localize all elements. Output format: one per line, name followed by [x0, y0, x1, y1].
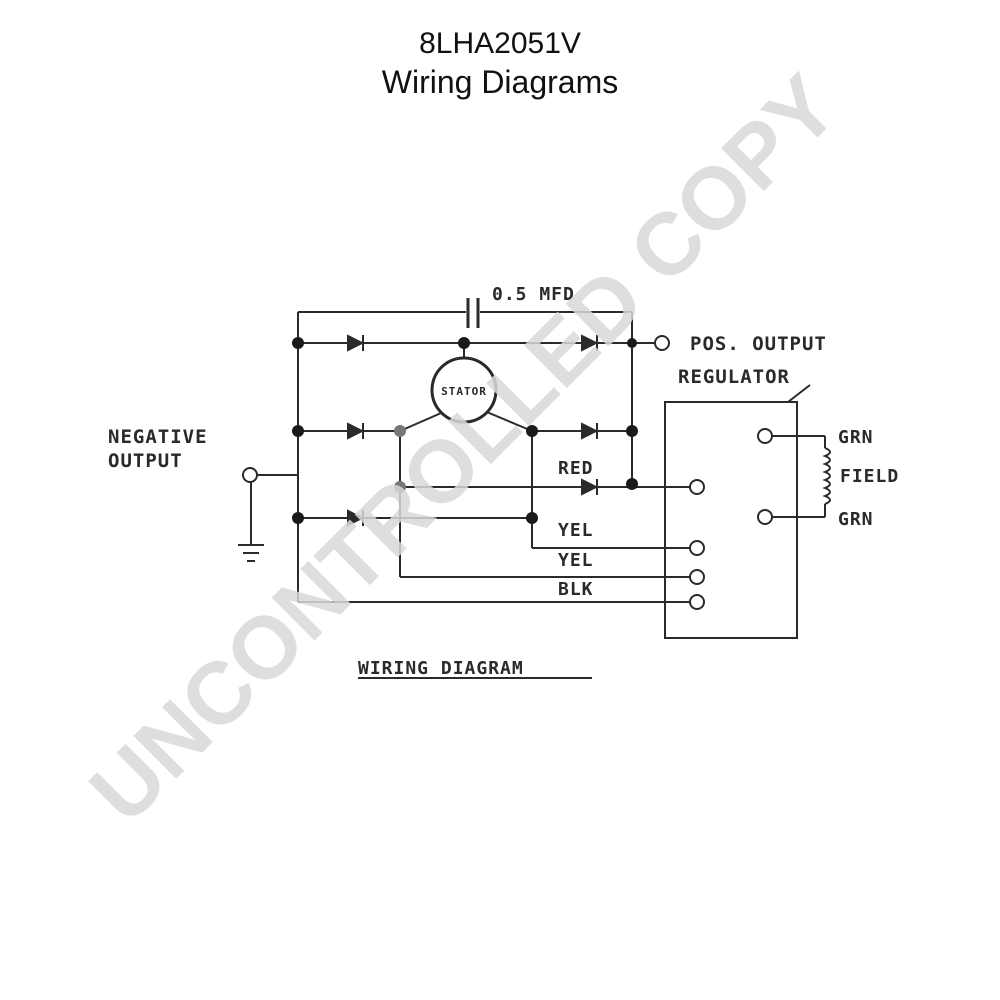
- field-terminal-top: [757, 428, 773, 444]
- negative-output-label-line1: NEGATIVE: [108, 426, 208, 448]
- capacitor-symbol: [466, 298, 480, 328]
- junction-dots: [292, 337, 638, 524]
- diode-row1-left: [347, 334, 365, 352]
- grn-label-bottom: GRN: [838, 509, 874, 530]
- diode-row1-right: [581, 334, 599, 352]
- junction-dot: [292, 425, 304, 437]
- page-subtitle: Wiring Diagrams: [381, 64, 619, 100]
- negative-terminal: [242, 467, 258, 483]
- negative-output-label-line2: OUTPUT: [108, 450, 183, 472]
- regulator-terminal-red: [689, 479, 705, 495]
- model-number: 8LHA2051V: [419, 27, 581, 60]
- field-terminal-bottom: [757, 509, 773, 525]
- junction-dot: [292, 337, 304, 349]
- capacitor-label: 0.5 MFD: [492, 284, 575, 305]
- stator-right-lead: [481, 409, 533, 432]
- regulator-terminal-yel-2: [689, 569, 705, 585]
- junction-dot: [526, 425, 538, 437]
- diodes: [347, 334, 599, 527]
- diode-row2-left: [347, 422, 365, 440]
- pos-output-terminal: [654, 335, 670, 351]
- regulator-pointer: [787, 384, 811, 403]
- diode-row3-left: [347, 509, 365, 527]
- yel-wire-label-1: YEL: [558, 520, 594, 541]
- regulator-terminal-blk: [689, 594, 705, 610]
- regulator-box: [664, 401, 798, 639]
- yel-wire-label-2: YEL: [558, 550, 594, 571]
- regulator-label: REGULATOR: [678, 366, 790, 388]
- junction-dot: [526, 512, 538, 524]
- stator-label: STATOR: [441, 385, 487, 398]
- blk-wire-label: BLK: [558, 579, 594, 600]
- regulator-terminal-yel-1: [689, 540, 705, 556]
- field-label: FIELD: [840, 466, 899, 487]
- field-coil: [822, 447, 831, 505]
- junction-dot: [627, 338, 637, 348]
- watermark: UNCONTROLLED COPY: [71, 56, 857, 842]
- stator-symbol: [430, 356, 498, 424]
- grn-label-top: GRN: [838, 427, 874, 448]
- stator-left-lead: [399, 409, 449, 432]
- junction-dot: [394, 481, 406, 493]
- junction-dot: [626, 478, 638, 490]
- page-header: 8LHA2051V Wiring Diagrams: [0, 26, 1000, 102]
- diagram-caption: WIRING DIAGRAM: [358, 658, 524, 679]
- terminals: [242, 335, 773, 610]
- diode-red: [581, 478, 599, 496]
- junction-dot: [292, 512, 304, 524]
- junction-dot: [626, 425, 638, 437]
- pos-output-label: POS. OUTPUT: [690, 333, 827, 355]
- red-wire-label: RED: [558, 458, 594, 479]
- diode-row2-right: [581, 422, 599, 440]
- junction-dot: [458, 337, 470, 349]
- junction-dot: [394, 425, 406, 437]
